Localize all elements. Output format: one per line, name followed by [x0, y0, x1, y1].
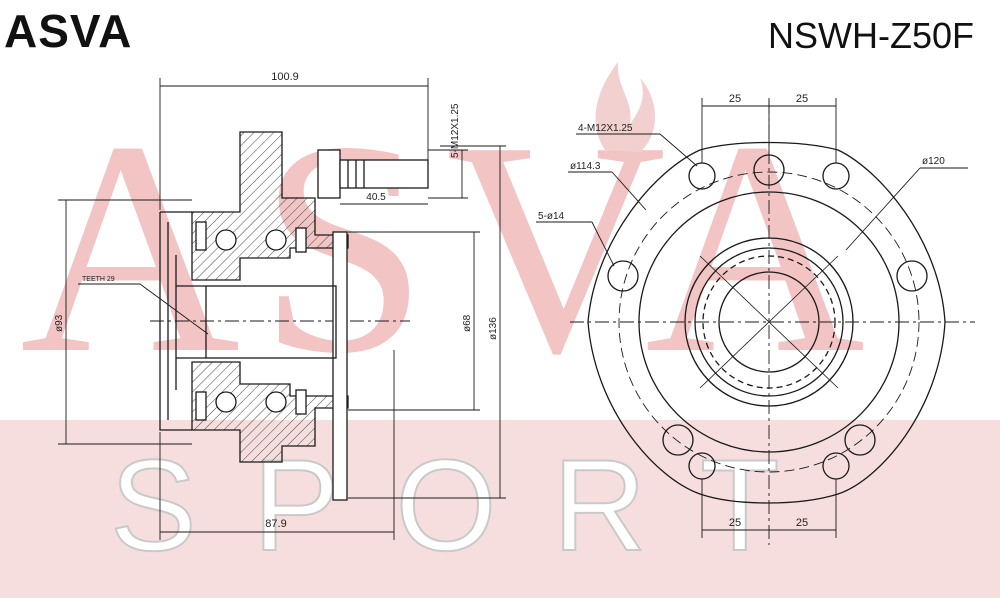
dim-bottom-left: 25: [729, 517, 741, 529]
front-view-dimensions: [536, 98, 968, 538]
dim-bottom-right: 25: [796, 517, 808, 529]
dim-length-top: 100.9: [271, 71, 299, 83]
dim-stud-thread: 5-M12X1.25: [450, 103, 461, 158]
watermark-sport: SPORT: [109, 432, 836, 578]
dim-top-left: 25: [729, 93, 741, 105]
dim-dia-left: ø93: [54, 314, 65, 332]
dim-stud-holes: 5-ø14: [538, 211, 565, 222]
part-number: NSWH-Z50F: [768, 15, 974, 56]
dim-outer-dia: ø120: [922, 156, 945, 167]
watermark-flame: [595, 62, 655, 152]
dim-top-right: 25: [796, 93, 808, 105]
dim-stud-length: 40.5: [366, 192, 386, 203]
dim-pcd: ø114.3: [570, 161, 601, 172]
front-view: [570, 100, 975, 545]
dim-teeth: TEETH 29: [82, 276, 115, 283]
dim-dia-mid: ø68: [462, 314, 473, 332]
dim-bolt-holes: 4-M12X1.25: [578, 123, 633, 134]
brand-logo: ASVA: [4, 5, 133, 57]
dim-length-bottom: 87.9: [265, 518, 286, 530]
side-view: [78, 131, 429, 501]
side-view-dimensions: [58, 78, 506, 540]
dim-dia-right: ø136: [488, 317, 499, 340]
